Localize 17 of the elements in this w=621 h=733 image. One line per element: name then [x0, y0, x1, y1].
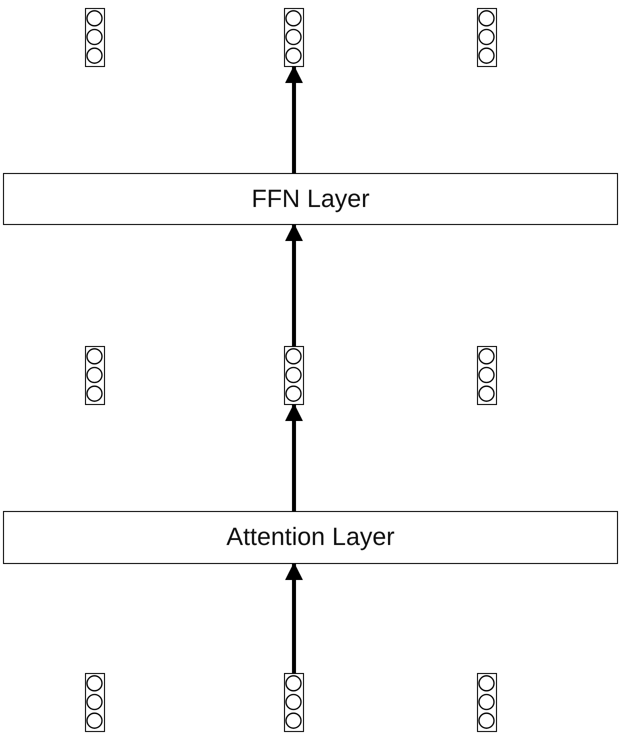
vector-box	[477, 8, 497, 67]
vector-box	[477, 346, 497, 405]
layer-box	[3, 173, 618, 225]
vector-box	[284, 673, 304, 732]
layer-label: Attention Layer	[226, 523, 395, 552]
layer-box	[3, 511, 618, 564]
vector-box	[85, 8, 105, 67]
arrow	[285, 562, 303, 673]
arrow	[285, 65, 303, 173]
vector-box	[85, 673, 105, 732]
vector-box	[284, 8, 304, 67]
vector-box	[284, 346, 304, 405]
arrow	[285, 223, 303, 346]
vector-box	[477, 673, 497, 732]
arrow	[285, 403, 303, 511]
layer-label: FFN Layer	[251, 184, 370, 214]
vector-box	[85, 346, 105, 405]
